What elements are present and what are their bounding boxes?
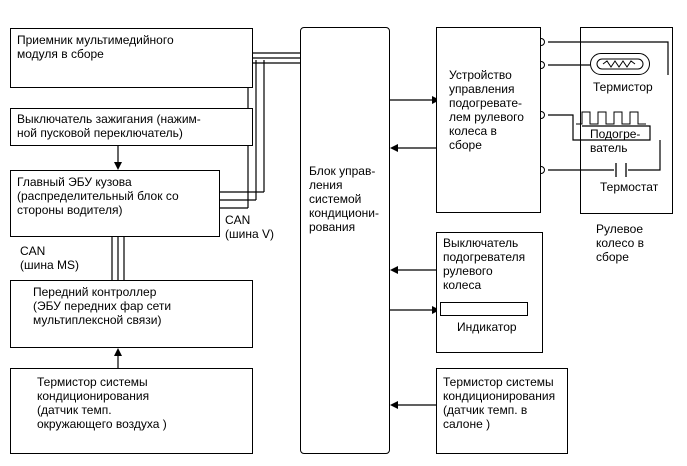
heater-label: Подогре-ватель	[590, 127, 641, 155]
ac-ecu-block: Блок управ- ления системой кондициони- р…	[300, 27, 390, 454]
indicator-icon	[440, 302, 528, 316]
body-ecu-block: Главный ЭБУ кузова (распределительный бл…	[10, 170, 220, 237]
can-ms-label: CAN(шина MS)	[20, 244, 79, 272]
ignition-switch-block: Выключатель зажигания (нажим-ной пусково…	[10, 108, 253, 146]
heater-icon	[576, 111, 646, 125]
ambient-thermistor-block: Термистор системы кондиционирования (дат…	[10, 368, 253, 454]
indicator-label: Индикатор	[457, 320, 517, 334]
thermostat-icon	[615, 163, 627, 177]
steering-wheel-label: Рулевое колесо в сборе	[596, 222, 644, 264]
cabin-thermistor-block: Термистор системы кондиционирования (дат…	[436, 368, 568, 454]
steering-wheel-frame	[580, 27, 673, 214]
front-controller-block: Передний контроллер (ЭБУ передних фар се…	[10, 280, 253, 348]
can-v-label: CAN(шина V)	[225, 213, 274, 241]
thermistor-icon	[590, 53, 650, 75]
thermostat-label: Термостат	[600, 180, 659, 194]
heater-control-block: Устройство управления подогревате- лем р…	[436, 27, 541, 213]
thermistor-label: Термистор	[593, 80, 653, 94]
heater-switch-block: Выключатель подогревателя рулевого колес…	[436, 232, 543, 353]
